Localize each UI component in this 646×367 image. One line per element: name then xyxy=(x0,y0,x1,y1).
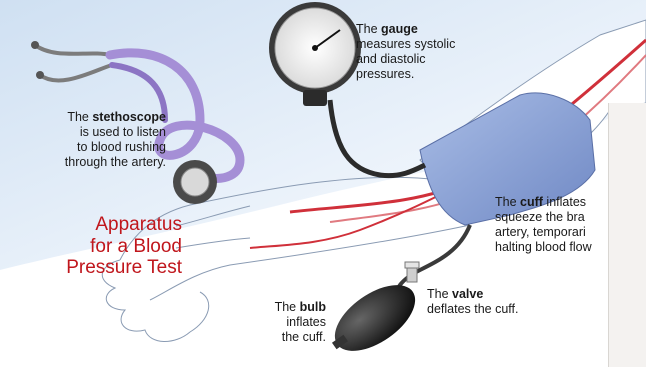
gauge-label: The gauge measures systolic and diastoli… xyxy=(356,22,455,82)
stethoscope-label: The stethoscope is used to listen to blo… xyxy=(16,110,166,170)
cuff-label: The cuff inflates squeeze the bra artery… xyxy=(495,195,613,255)
diagram-title: Apparatus for a Blood Pressure Test xyxy=(26,214,182,279)
bulb-label: The bulb inflates the cuff. xyxy=(236,300,326,345)
valve xyxy=(405,262,419,282)
valve-label: The valve deflates the cuff. xyxy=(427,287,519,317)
adjacent-panel xyxy=(608,103,646,367)
